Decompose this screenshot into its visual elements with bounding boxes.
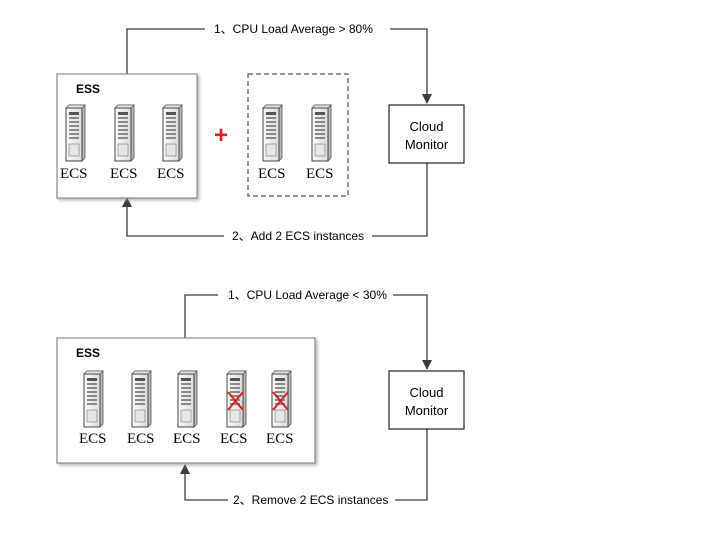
ecs-label: ECS	[258, 166, 286, 182]
scale-out-section: 1、CPU Load Average > 80% 2、Add 2 ECS ins…	[56, 22, 465, 243]
plus-icon: +	[214, 122, 228, 149]
scale-in-action-arrow	[185, 429, 428, 501]
scale-out-trigger-arrow	[126, 28, 427, 103]
ecs-server-icon	[177, 370, 198, 428]
cloud-monitor-label-line2: Monitor	[405, 137, 449, 152]
cloud-monitor-label-line1: Cloud	[410, 119, 444, 134]
ecs-label: ECS	[173, 431, 201, 447]
ecs-label: ECS	[157, 166, 185, 182]
remove-x-icon	[272, 391, 289, 411]
scale-in-section: 1、CPU Load Average < 30% 2、Remove 2 ECS …	[56, 288, 465, 507]
ecs-server-icon	[262, 104, 283, 162]
scale-out-step2-label: 2、Add 2 ECS instances	[232, 229, 364, 243]
ecs-server-icon	[83, 370, 104, 428]
ecs-label: ECS	[60, 166, 88, 182]
ecs-label: ECS	[110, 166, 138, 182]
cloud-monitor-label-line2: Monitor	[405, 403, 449, 418]
cloud-monitor-label-line1: Cloud	[410, 385, 444, 400]
scale-in-step2-label: 2、Remove 2 ECS instances	[233, 493, 388, 507]
ecs-server-icon	[131, 370, 152, 428]
ecs-label: ECS	[79, 431, 107, 447]
remove-x-icon	[227, 391, 244, 411]
ecs-label: ECS	[266, 431, 294, 447]
ecs-server-icon	[162, 104, 183, 162]
scale-out-action-arrow	[127, 163, 428, 237]
ecs-label: ECS	[127, 431, 155, 447]
ecs-server-icon	[114, 104, 135, 162]
ess-group-label: ESS	[76, 82, 100, 96]
ecs-label: ECS	[220, 431, 248, 447]
scale-in-step1-label: 1、CPU Load Average < 30%	[228, 288, 387, 302]
ecs-server-icon	[311, 104, 332, 162]
scale-in-trigger-arrow	[184, 294, 427, 369]
ess-group-label: ESS	[76, 346, 100, 360]
scale-out-step1-label: 1、CPU Load Average > 80%	[214, 22, 373, 36]
cloud-monitor-box	[388, 104, 465, 164]
ecs-server-icon	[65, 104, 86, 162]
added-instances-box	[247, 73, 349, 197]
ecs-label: ECS	[306, 166, 334, 182]
cloud-monitor-box	[388, 370, 465, 430]
